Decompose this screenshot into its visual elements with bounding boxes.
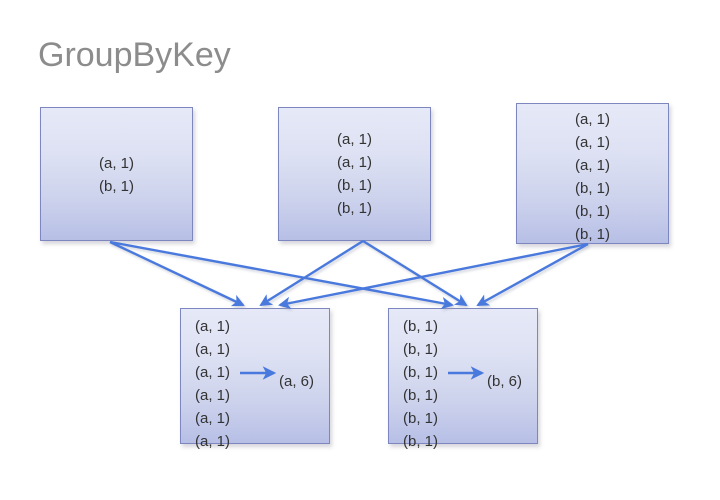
kv-line: (a, 1) [195,341,231,358]
kv-line: (a, 1) [195,433,231,450]
kv-line: (b, 1) [403,410,439,427]
output-box-a-result: (a, 6) [279,373,315,390]
page-title: GroupByKey [38,36,231,74]
kv-line: (b, 1) [574,180,610,197]
output-box-b-lines: (b, 1) (b, 1) (b, 1) (b, 1) (b, 1) (b, 1… [403,315,438,453]
input-box-1: (a, 1) (b, 1) [40,107,193,241]
arrow-in3-to-outB [476,242,589,307]
input-box-2: (a, 1) (a, 1) (b, 1) (b, 1) [278,107,431,241]
kv-line: (b, 1) [403,318,439,335]
kv-line: (b, 1) [403,341,439,358]
kv-line: (a, 1) [98,155,134,172]
output-box-b: (b, 1) (b, 1) (b, 1) (b, 1) (b, 1) (b, 1… [388,308,538,450]
arrow-in2-to-outB [362,239,468,307]
kv-line: (b, 1) [403,387,439,404]
kv-line: (a, 1) [195,318,231,335]
kv-line: (b, 1) [98,178,134,195]
kv-line: (a, 1) [195,410,231,427]
kv-line: (b, 1) [403,433,439,450]
kv-line: (b, 1) [574,203,610,220]
kv-line: (b, 1) [574,226,610,243]
input-box-3: (a, 1) (a, 1) (a, 1) (b, 1) (b, 1) (b, 1… [516,103,669,244]
arrow-in2-to-outA [259,239,364,307]
input-box-2-lines: (a, 1) (a, 1) (b, 1) (b, 1) [279,128,430,220]
kv-line: (a, 1) [574,157,610,174]
output-box-b-result: (b, 6) [487,373,523,390]
output-box-a: (a, 1) (a, 1) (a, 1) (a, 1) (a, 1) (a, 1… [180,308,330,450]
kv-line: (b, 1) [336,200,372,217]
input-box-3-lines: (a, 1) (a, 1) (a, 1) (b, 1) (b, 1) (b, 1… [517,108,668,246]
arrow-in1-to-outB [109,240,454,310]
kv-line: (a, 1) [336,131,372,148]
kv-line: (a, 1) [574,134,610,151]
kv-line: (a, 1) [195,364,231,381]
input-box-1-lines: (a, 1) (b, 1) [41,152,192,198]
output-box-a-lines: (a, 1) (a, 1) (a, 1) (a, 1) (a, 1) (a, 1… [195,315,230,453]
kv-line: (b, 1) [403,364,439,381]
kv-line: (a, 1) [336,154,372,171]
kv-line: (b, 1) [336,177,372,194]
arrow-in3-to-outA [278,242,589,310]
kv-line: (a, 1) [574,111,610,128]
kv-line: (a, 1) [195,387,231,404]
arrow-in1-to-outA [109,240,245,307]
